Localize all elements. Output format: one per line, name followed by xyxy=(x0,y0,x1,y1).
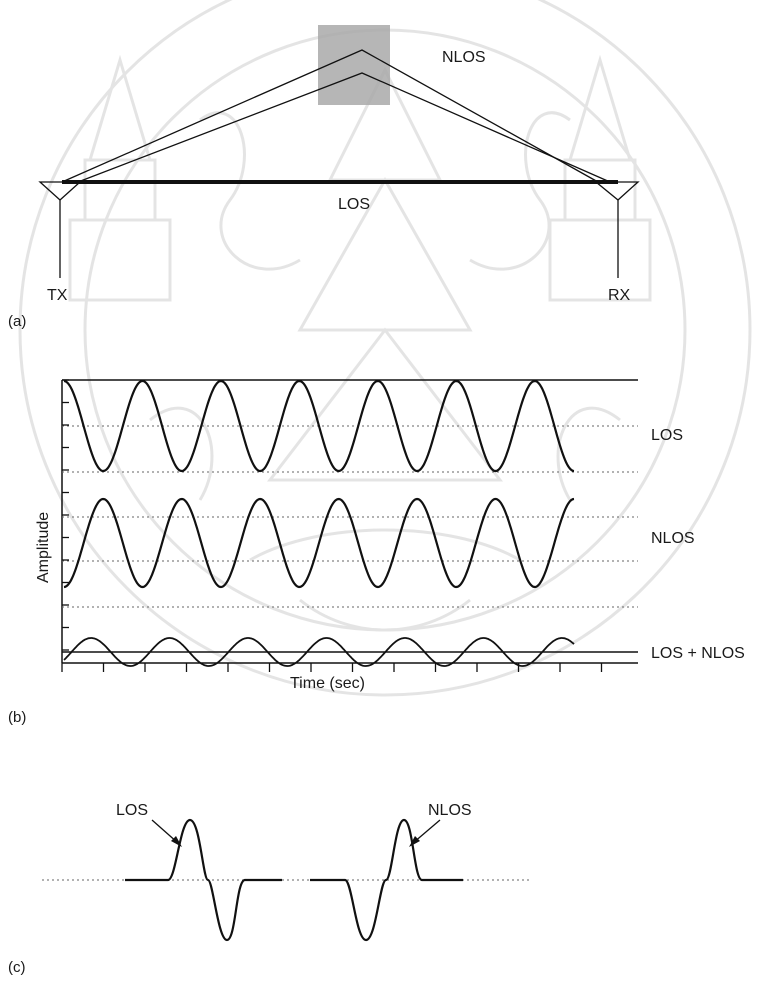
rx-antenna-icon xyxy=(594,181,640,278)
nlos-label: NLOS xyxy=(442,49,486,66)
panel-c: LOS NLOS (c) xyxy=(8,802,530,976)
rx-label: RX xyxy=(608,287,631,304)
los-label: LOS xyxy=(338,196,370,213)
reference-lines xyxy=(62,425,638,608)
los-callout-arrow xyxy=(151,819,182,847)
los-pulse xyxy=(125,818,282,942)
nlos-pulse xyxy=(310,818,463,942)
y-axis-label: Amplitude xyxy=(35,512,52,583)
y-axis-ticks xyxy=(62,379,69,651)
los-waveform xyxy=(63,379,575,473)
series-label-sum: LOS + NLOS xyxy=(651,645,745,662)
panel-b-tag: (b) xyxy=(8,709,26,726)
nlos-waveform xyxy=(63,497,575,589)
panel-a: NLOS LOS TX RX (a) xyxy=(8,25,640,330)
panel-b: LOS NLOS LOS + NLOS Amplitude Time (sec)… xyxy=(8,379,745,726)
nlos-path-lower xyxy=(77,72,611,183)
tx-label: TX xyxy=(47,287,68,304)
nlos-obstacle xyxy=(318,25,390,105)
panel-a-tag: (a) xyxy=(8,313,26,330)
series-label-nlos: NLOS xyxy=(651,530,695,547)
series-label-los: LOS xyxy=(651,427,683,444)
tx-antenna-icon xyxy=(38,181,82,278)
nlos-path-upper xyxy=(61,49,599,183)
nlos-callout-arrow xyxy=(409,819,441,847)
x-axis-label: Time (sec) xyxy=(290,675,365,692)
los-pulse-label: LOS xyxy=(116,802,148,819)
los-plus-nlos-waveform xyxy=(63,637,575,667)
panel-c-tag: (c) xyxy=(8,959,26,976)
nlos-pulse-label: NLOS xyxy=(428,802,472,819)
x-axis-ticks xyxy=(61,663,603,672)
